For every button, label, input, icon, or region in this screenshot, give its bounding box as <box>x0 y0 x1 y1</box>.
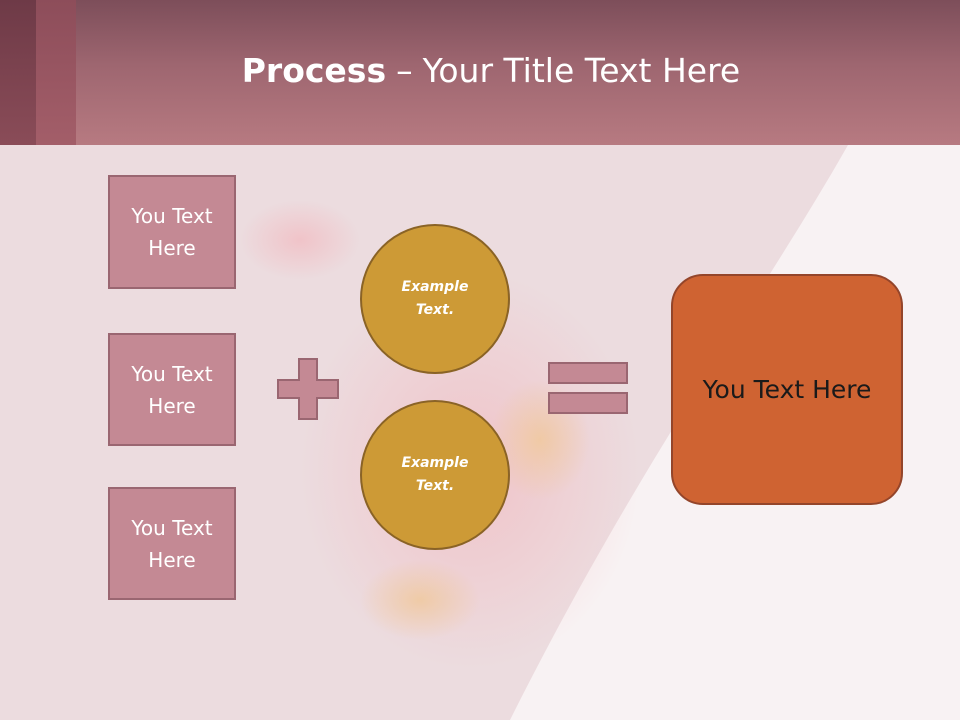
result-label: You Text Here <box>702 375 872 404</box>
plus-icon <box>277 358 339 420</box>
input-box-2: You Text Here <box>108 333 236 446</box>
page-title: Process – Your Title Text Here <box>76 0 906 145</box>
header-bar <box>0 0 960 145</box>
process-circle-1: Example Text. <box>360 224 510 374</box>
title-dash: – <box>396 51 413 90</box>
process-circle-2: Example Text. <box>360 400 510 550</box>
input-box-1: You Text Here <box>108 175 236 289</box>
input-box-3: You Text Here <box>108 487 236 600</box>
header-accent-stripe <box>36 0 76 145</box>
input-box-label: You Text Here <box>131 361 213 418</box>
header-accent-stripe <box>0 0 36 145</box>
circle-label: Example Text. <box>401 455 469 494</box>
result-box: You Text Here <box>671 274 903 505</box>
circle-label: Example Text. <box>401 279 469 318</box>
input-box-label: You Text Here <box>131 204 213 260</box>
title-text: Your Title Text Here <box>422 51 741 90</box>
title-bold: Process <box>241 51 387 90</box>
input-box-label: You Text Here <box>131 515 213 572</box>
equals-icon <box>548 362 628 414</box>
